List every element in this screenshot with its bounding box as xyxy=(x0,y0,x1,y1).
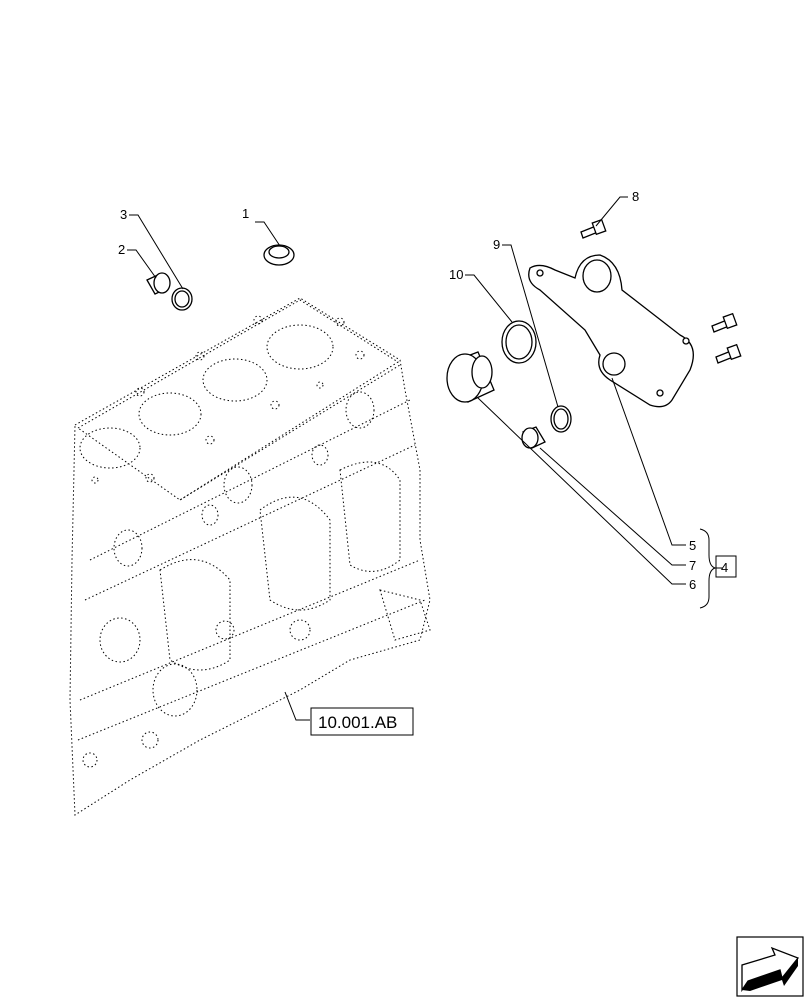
callout-10: 10 xyxy=(449,267,463,282)
seal-ring-part-1 xyxy=(263,244,295,266)
next-page-arrow-icon[interactable] xyxy=(736,936,804,997)
cover-plate-part-5 xyxy=(528,254,694,408)
plug-part-6 xyxy=(446,351,495,403)
callout-1: 1 xyxy=(242,206,249,221)
callout-7: 7 xyxy=(689,558,696,573)
o-ring-part-3 xyxy=(171,287,193,311)
callout-2: 2 xyxy=(118,242,125,257)
callout-4-box: 4 xyxy=(715,555,737,578)
o-ring-part-9 xyxy=(550,405,572,433)
leader-lines xyxy=(127,196,723,721)
callout-8: 8 xyxy=(632,189,639,204)
engine-block-drawing xyxy=(69,297,431,816)
reference-label[interactable]: 10.001.AB xyxy=(318,713,397,732)
callout-3: 3 xyxy=(120,207,127,222)
callout-6: 6 xyxy=(689,577,696,592)
callout-9: 9 xyxy=(493,237,500,252)
bolt-part-8 xyxy=(580,218,607,239)
bolt-part-8c xyxy=(715,343,742,364)
plug-part-7 xyxy=(521,426,546,449)
plug-part-2 xyxy=(146,272,171,295)
callout-5: 5 xyxy=(689,538,696,553)
bolt-part-8b xyxy=(711,312,738,333)
reference-label-box[interactable]: 10.001.AB xyxy=(310,707,414,736)
seal-ring-part-10 xyxy=(501,320,537,364)
callout-4: 4 xyxy=(721,560,728,575)
